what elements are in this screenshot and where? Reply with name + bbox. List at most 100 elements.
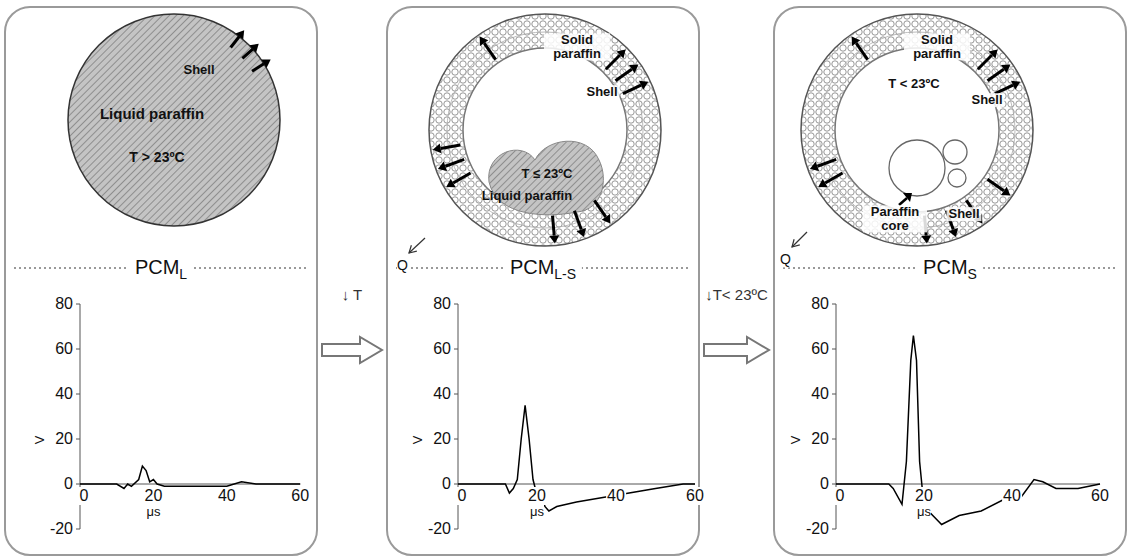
axis-label: 60 <box>55 340 73 358</box>
arrow-head <box>261 60 270 68</box>
capsule-text: T < 23ºC <box>886 77 941 91</box>
stage-name: PCM <box>923 256 967 278</box>
flow-arrow <box>242 49 252 58</box>
axis-label: -20 <box>50 520 73 538</box>
tick <box>76 484 80 485</box>
flow-arrow <box>817 159 836 166</box>
axis-label: 40 <box>811 385 829 403</box>
heat-arrow <box>409 238 425 253</box>
signal-trace <box>80 466 300 489</box>
tick <box>454 439 458 440</box>
axis-label: 0 <box>79 487 90 505</box>
block-arrow <box>322 337 382 363</box>
tick <box>832 439 836 440</box>
tick <box>76 439 80 440</box>
arrow-head <box>639 81 648 90</box>
axis-label: 40 <box>217 487 237 505</box>
signal-trace <box>458 405 695 511</box>
tick <box>454 484 458 485</box>
flow-arrow <box>552 216 554 236</box>
subscript: L <box>179 266 187 282</box>
tick <box>454 529 458 530</box>
arrow-head <box>818 179 827 188</box>
axis-label: 40 <box>433 385 451 403</box>
axis-label: 20 <box>143 487 163 505</box>
stage-label: PCMS <box>917 256 983 279</box>
capsule-text: Liquid paraffin <box>482 189 572 203</box>
arrow-head <box>1011 81 1020 90</box>
arrow-head <box>949 228 958 237</box>
capsule-text: Solid paraffin <box>904 33 970 60</box>
flow-arrow <box>987 69 1003 80</box>
capsule-text: Solid paraffin <box>544 33 610 60</box>
axis-label: 20 <box>811 430 829 448</box>
paraffin-core <box>948 169 966 187</box>
arrow-head <box>446 179 455 188</box>
axis-label: 60 <box>685 487 705 505</box>
tick <box>832 484 836 485</box>
axis-label: 0 <box>64 475 73 493</box>
axis-label: 0 <box>835 487 846 505</box>
axis-title: V <box>411 436 425 445</box>
flow-arrow <box>623 85 641 93</box>
axis-label: 20 <box>55 430 73 448</box>
arrow-head <box>409 245 417 253</box>
arrow-head <box>438 162 447 171</box>
capsule-text: Shell <box>183 63 214 77</box>
stage-label: PCML <box>129 256 193 279</box>
flow-arrow <box>574 211 581 230</box>
axis-label: 80 <box>811 295 829 313</box>
axis-label: 40 <box>1002 487 1022 505</box>
flow-arrow <box>231 36 240 47</box>
paraffin-core <box>943 140 967 164</box>
arrow-head <box>602 214 611 223</box>
axis-label: 40 <box>55 385 73 403</box>
axis-title: V <box>33 436 47 445</box>
arrow-head <box>852 37 861 46</box>
axis-label: 60 <box>290 487 310 505</box>
tick <box>76 349 80 350</box>
tick <box>832 529 836 530</box>
stage-panel: PCMLShellLiquid paraffinT > 23ºC <box>4 6 318 556</box>
stage-panel: PCMSSolid paraffinT < 23ºCShellParaffin … <box>773 6 1127 556</box>
arrow-head <box>1001 65 1010 74</box>
tick <box>76 394 80 395</box>
flow-arrow <box>978 55 992 69</box>
subscript: L-S <box>554 266 576 282</box>
flow-arrow <box>445 159 464 166</box>
capsule-text: Shell <box>946 207 981 221</box>
tick <box>454 304 458 305</box>
block-arrow <box>704 337 769 363</box>
arrow-head <box>988 49 997 58</box>
capsule-text: T > 23ºC <box>129 150 184 165</box>
stage-panel: PCML-SSolid paraffinShellT ≤ 23ºCLiquid … <box>386 6 700 556</box>
arrow-head <box>480 37 489 46</box>
stage-label: PCML-S <box>504 256 582 279</box>
stage-name: PCM <box>135 256 179 278</box>
capsule-text: Shell <box>584 85 619 99</box>
arrow-head <box>1001 187 1010 196</box>
block-arrow-shape <box>322 337 382 363</box>
arrow-head <box>921 235 931 243</box>
axis-label: 0 <box>457 487 468 505</box>
flow-arrow <box>252 64 264 71</box>
axis-label: 80 <box>55 295 73 313</box>
arrow-head <box>903 193 912 202</box>
axis-label: 20 <box>527 487 547 505</box>
axis-label: -20 <box>428 520 451 538</box>
tick <box>76 529 80 530</box>
arrow-head <box>433 143 442 153</box>
axis-title: μs <box>530 505 544 519</box>
flow-arrow <box>594 200 605 216</box>
liquid-blob <box>489 141 604 215</box>
axis-label: 20 <box>433 430 451 448</box>
axis-title: μs <box>146 505 160 519</box>
axis-title: μs <box>917 505 931 519</box>
axis-label: 40 <box>606 487 626 505</box>
subscript: S <box>968 266 977 282</box>
heat-label: Q <box>780 252 791 267</box>
axis-label: 20 <box>914 487 934 505</box>
flow-arrow <box>987 179 1003 190</box>
arrow-head <box>235 30 244 39</box>
signal-trace <box>836 336 1100 525</box>
